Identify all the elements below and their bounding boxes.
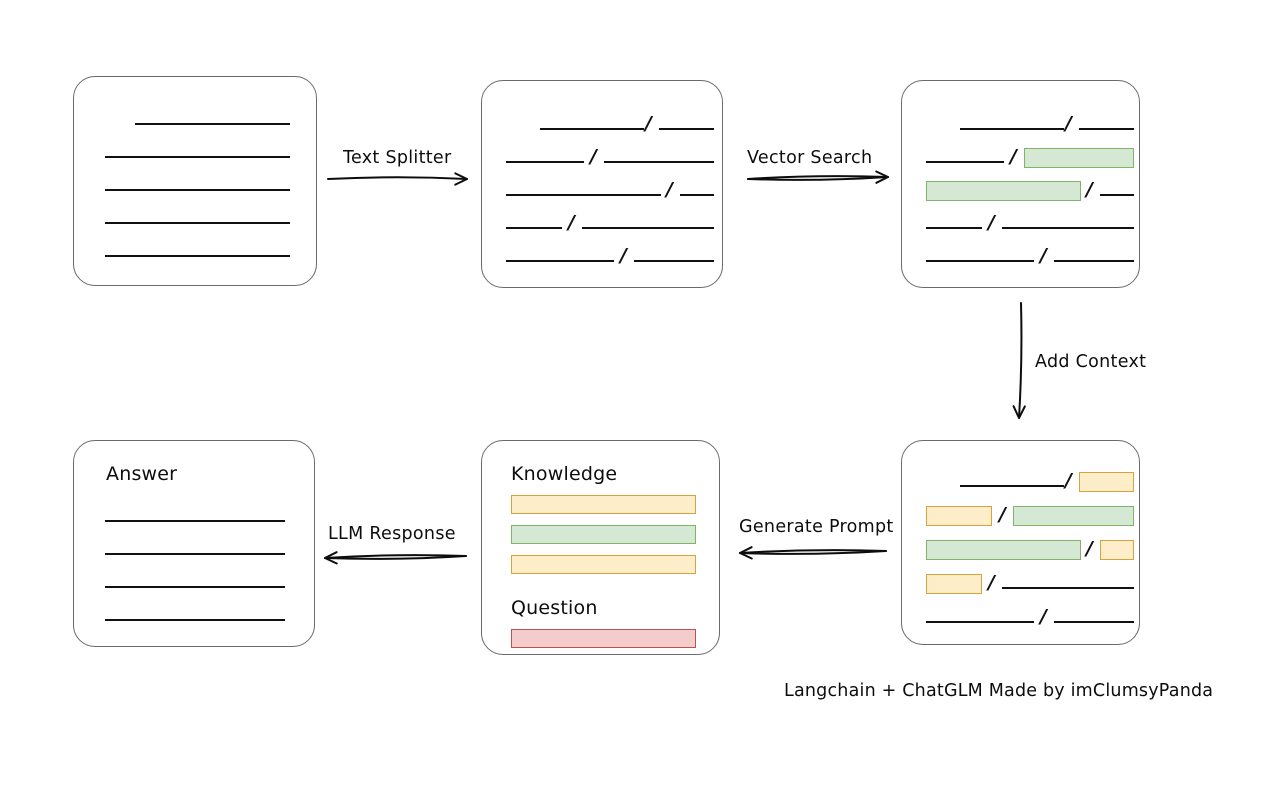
chunk-separator-slash: / <box>620 244 627 267</box>
text-line <box>105 222 290 224</box>
prompt-bar-question-1 <box>511 629 696 648</box>
edge-arrowhead <box>324 551 338 565</box>
text-line <box>1079 128 1134 130</box>
edge-shaft <box>324 554 467 559</box>
text-line <box>926 260 1034 262</box>
text-line <box>926 227 982 229</box>
chunk-separator-slash: / <box>1040 244 1047 267</box>
edge-arrowhead <box>739 546 753 560</box>
edge-shaft-sketch <box>739 550 887 555</box>
text-line <box>960 485 1064 487</box>
chunk-separator-slash: / <box>590 145 597 168</box>
text-line <box>105 619 285 621</box>
context-chunk-highlight <box>926 506 992 526</box>
text-line <box>659 128 714 130</box>
matched-chunk-highlight <box>1013 506 1134 526</box>
chunk-separator-slash: / <box>1065 112 1072 135</box>
edge-arrowhead <box>875 170 889 184</box>
chunk-separator-slash: / <box>1086 537 1093 560</box>
text-line <box>105 189 290 191</box>
chunk-separator-slash: / <box>1065 469 1072 492</box>
text-line <box>1054 260 1134 262</box>
chunk-separator-slash: / <box>1086 178 1093 201</box>
edge-label-generate-prompt: Generate Prompt <box>739 517 894 537</box>
node-source-document <box>73 76 317 286</box>
prompt-section-heading-knowledge: Knowledge <box>511 463 618 485</box>
edge-shaft-sketch <box>324 555 467 560</box>
text-line <box>105 255 290 257</box>
text-line <box>506 260 614 262</box>
context-chunk-highlight <box>1079 472 1134 492</box>
text-line <box>105 156 290 158</box>
edge-shaft <box>1018 302 1023 419</box>
text-line <box>506 227 562 229</box>
edge-label-vector-search: Vector Search <box>747 148 873 168</box>
chunk-separator-slash: / <box>645 112 652 135</box>
text-line <box>135 123 290 125</box>
node-title-answer: Answer <box>106 463 178 485</box>
edge-shaft <box>739 549 887 554</box>
node-answer: Answer <box>73 440 315 647</box>
matched-chunk-highlight <box>926 540 1081 560</box>
edge-shaft <box>327 176 468 180</box>
text-line <box>1100 194 1134 196</box>
edge-label-text-splitter: Text Splitter <box>343 148 452 168</box>
text-line <box>1002 227 1134 229</box>
node-context-added-chunks: / / / / / <box>901 440 1140 645</box>
text-line <box>506 194 661 196</box>
footer-credit: Langchain + ChatGLM Made by imClumsyPand… <box>784 681 1214 701</box>
context-chunk-highlight <box>1100 540 1134 560</box>
chunk-separator-slash: / <box>1040 605 1047 628</box>
edge-arrowhead <box>454 172 468 186</box>
text-line <box>926 161 1004 163</box>
text-line <box>634 260 714 262</box>
prompt-bar-knowledge-3 <box>511 555 696 574</box>
text-line <box>105 520 285 522</box>
prompt-bar-knowledge-1 <box>511 495 696 514</box>
text-line <box>604 161 714 163</box>
edge-shaft-sketch <box>747 176 889 181</box>
matched-chunk-highlight <box>926 181 1081 201</box>
chunk-separator-slash: / <box>988 571 995 594</box>
text-line <box>1054 621 1134 623</box>
chunk-separator-slash: / <box>568 211 575 234</box>
text-line <box>105 553 285 555</box>
text-line <box>960 128 1064 130</box>
context-chunk-highlight <box>926 574 982 594</box>
chunk-separator-slash: / <box>988 211 995 234</box>
node-split-chunks: / / / / / <box>481 80 723 288</box>
text-line <box>1002 587 1134 589</box>
chunk-separator-slash: / <box>666 178 673 201</box>
text-line <box>926 621 1034 623</box>
text-line <box>105 586 285 588</box>
text-line <box>582 227 714 229</box>
chunk-separator-slash: / <box>1010 145 1017 168</box>
edge-label-llm-response: LLM Response <box>328 524 456 544</box>
text-line <box>680 194 714 196</box>
node-vector-matched-chunks: / / / / / <box>901 80 1140 288</box>
edge-label-add-context: Add Context <box>1035 352 1147 372</box>
edge-arrowhead <box>1012 405 1026 419</box>
matched-chunk-highlight <box>1024 148 1134 168</box>
prompt-section-heading-question: Question <box>511 597 598 619</box>
chunk-separator-slash: / <box>999 503 1006 526</box>
prompt-bar-knowledge-2 <box>511 525 696 544</box>
text-line <box>540 128 644 130</box>
text-line <box>506 161 584 163</box>
edge-shaft <box>747 175 889 180</box>
